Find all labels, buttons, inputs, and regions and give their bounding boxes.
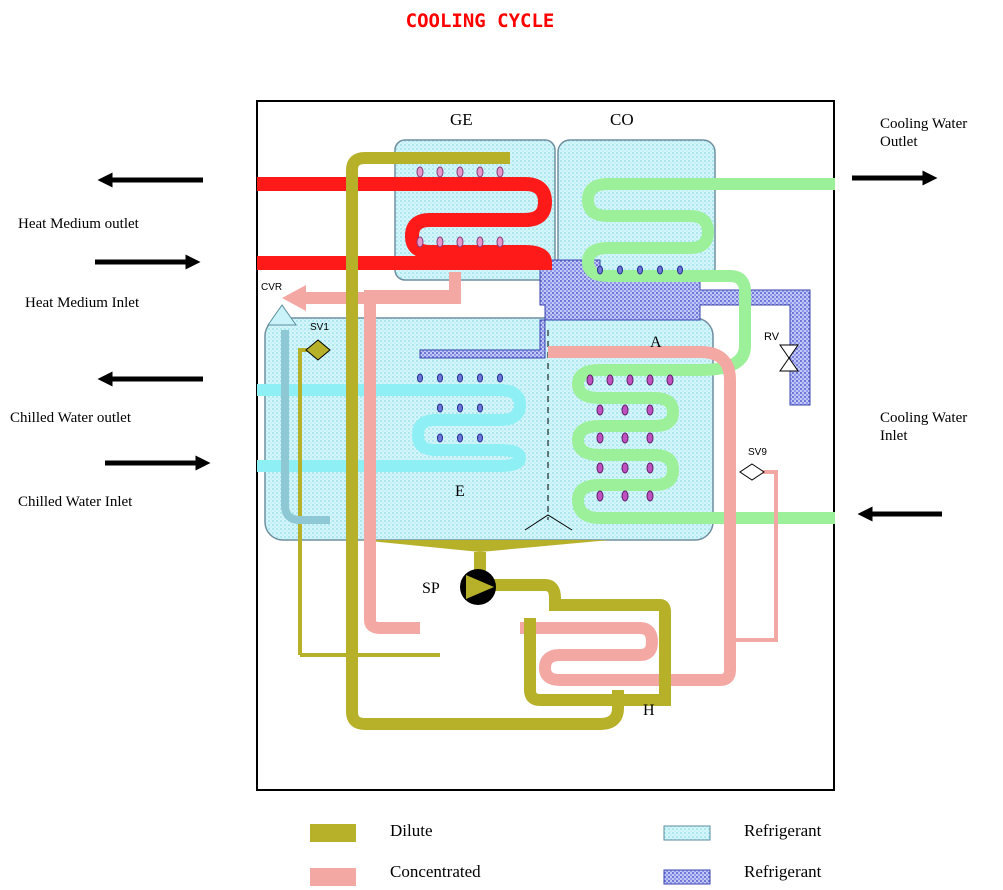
heat-medium-outlet-label: Heat Medium outlet xyxy=(18,216,140,232)
solution-pump-arrow xyxy=(466,575,494,599)
cooling-water-inlet-label-line2: Inlet xyxy=(880,428,908,444)
refrigerant-liquid-swatch xyxy=(663,825,711,841)
diagram-title: COOLING CYCLE xyxy=(406,10,555,32)
sv1-label: SV1 xyxy=(310,322,329,333)
condenser-droplets xyxy=(597,265,683,275)
concentrated-bypass-line xyxy=(728,470,778,642)
chilled-water-inlet-label: Chilled Water Inlet xyxy=(18,494,133,510)
condenser-label: CO xyxy=(610,110,634,129)
absorber-label: A xyxy=(650,334,662,351)
heat-medium-inlet-label: Heat Medium Inlet xyxy=(25,295,140,311)
legend-refrigerant-vapor-label: Refrigerant xyxy=(744,862,822,881)
cooling-water-outlet-label-line1: Cooling Water xyxy=(880,116,967,132)
legend-concentrated-label: Concentrated xyxy=(390,862,481,881)
concentrated-arrowhead xyxy=(282,285,306,311)
absorber-droplets xyxy=(586,374,674,502)
sv9-label: SV9 xyxy=(748,447,767,458)
evaporator-label: E xyxy=(455,483,465,500)
chilled-water-outlet-label: Chilled Water outlet xyxy=(10,410,132,426)
refrigerant-vapor-swatch xyxy=(663,869,711,885)
sv1-valve xyxy=(305,339,331,361)
heat-exchanger-label: H xyxy=(643,702,655,719)
concentrated-swatch xyxy=(310,868,356,886)
legend-refrigerant-liquid-label: Refrigerant xyxy=(744,821,822,840)
dilute-swatch xyxy=(310,824,356,842)
generator-droplets xyxy=(416,166,504,248)
cooling-water-pipe xyxy=(581,178,835,346)
generator-label: GE xyxy=(450,110,473,129)
cvr-label: CVR xyxy=(261,282,282,293)
legend-dilute-label: Dilute xyxy=(390,821,433,840)
heat-medium-pipe xyxy=(257,177,553,270)
legend: Dilute Refrigerant Concentrated Refriger… xyxy=(310,821,822,886)
chilled-water-pipe xyxy=(257,384,527,472)
cooling-water-outlet-label-line2: Outlet xyxy=(880,134,918,150)
solution-pump-label: SP xyxy=(422,580,440,597)
dilute-solution-line xyxy=(346,152,624,730)
refrigerant-return-line xyxy=(281,330,330,524)
rv-valve xyxy=(779,344,799,372)
sv9-valve xyxy=(739,463,765,481)
cooling-water-inlet-label-line1: Cooling Water xyxy=(880,410,967,426)
flow-arrows xyxy=(95,170,942,522)
evaporator-droplets xyxy=(417,373,503,443)
rv-label: RV xyxy=(764,331,780,343)
cvr-valve xyxy=(267,304,297,326)
eliminator xyxy=(524,514,573,531)
lower-shell-sump xyxy=(360,540,610,552)
cooling-water-absorber-coil xyxy=(571,345,835,524)
